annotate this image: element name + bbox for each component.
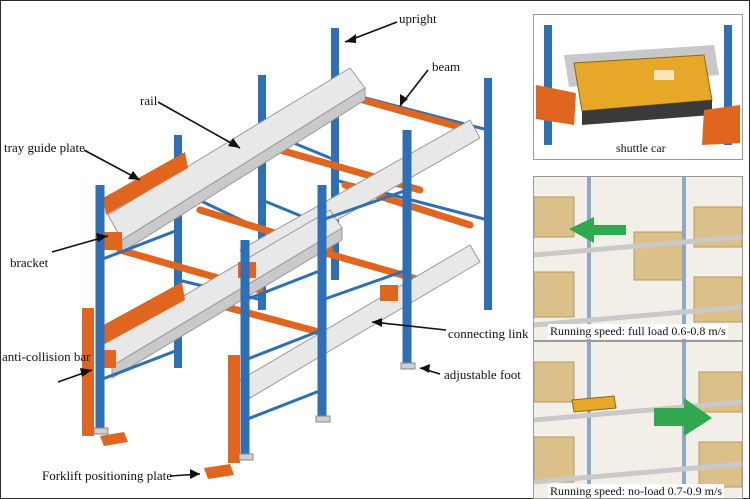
caption-no-load: Running speed: no-load 0.7-0.9 m/s — [548, 484, 724, 498]
label-rail: rail — [140, 93, 158, 108]
front-braces — [99, 188, 408, 422]
label-bracket: bracket — [10, 255, 49, 270]
caption-full-load: Running speed: full load 0.6-0.8 m/s — [548, 324, 728, 339]
arrowheads — [80, 34, 430, 479]
shuttle-car-illustration — [534, 15, 742, 159]
rack-diagram — [51, 21, 492, 479]
adjustable-feet — [93, 362, 416, 461]
full-load-illustration — [534, 177, 742, 340]
label-beam: beam — [432, 59, 461, 74]
tray-guide-plates — [98, 152, 188, 346]
caption-shuttle-car: shuttle car — [616, 141, 666, 155]
anti-collision-bars — [82, 308, 240, 463]
panel-no-load: Running speed: no-load 0.7-0.9 m/s — [533, 341, 743, 499]
label-adjustable-foot: adjustable foot — [444, 367, 521, 382]
label-connecting-link: connecting link — [448, 326, 529, 341]
brackets — [96, 232, 398, 368]
panel-shuttle-car: shuttle car — [533, 14, 743, 160]
label-upright: upright — [399, 11, 437, 26]
label-anti-collision-bar: anti-collision bar — [2, 349, 91, 364]
rails — [99, 67, 481, 399]
panel-full-load: Running speed: full load 0.6-0.8 m/s — [533, 176, 743, 341]
label-forklift-positioning-plate: Forklift positioning plate — [42, 468, 172, 483]
label-tray-guide-plate: tray guide plate — [4, 140, 85, 155]
no-load-illustration — [534, 342, 742, 498]
forklift-positioning-plates — [100, 432, 234, 479]
